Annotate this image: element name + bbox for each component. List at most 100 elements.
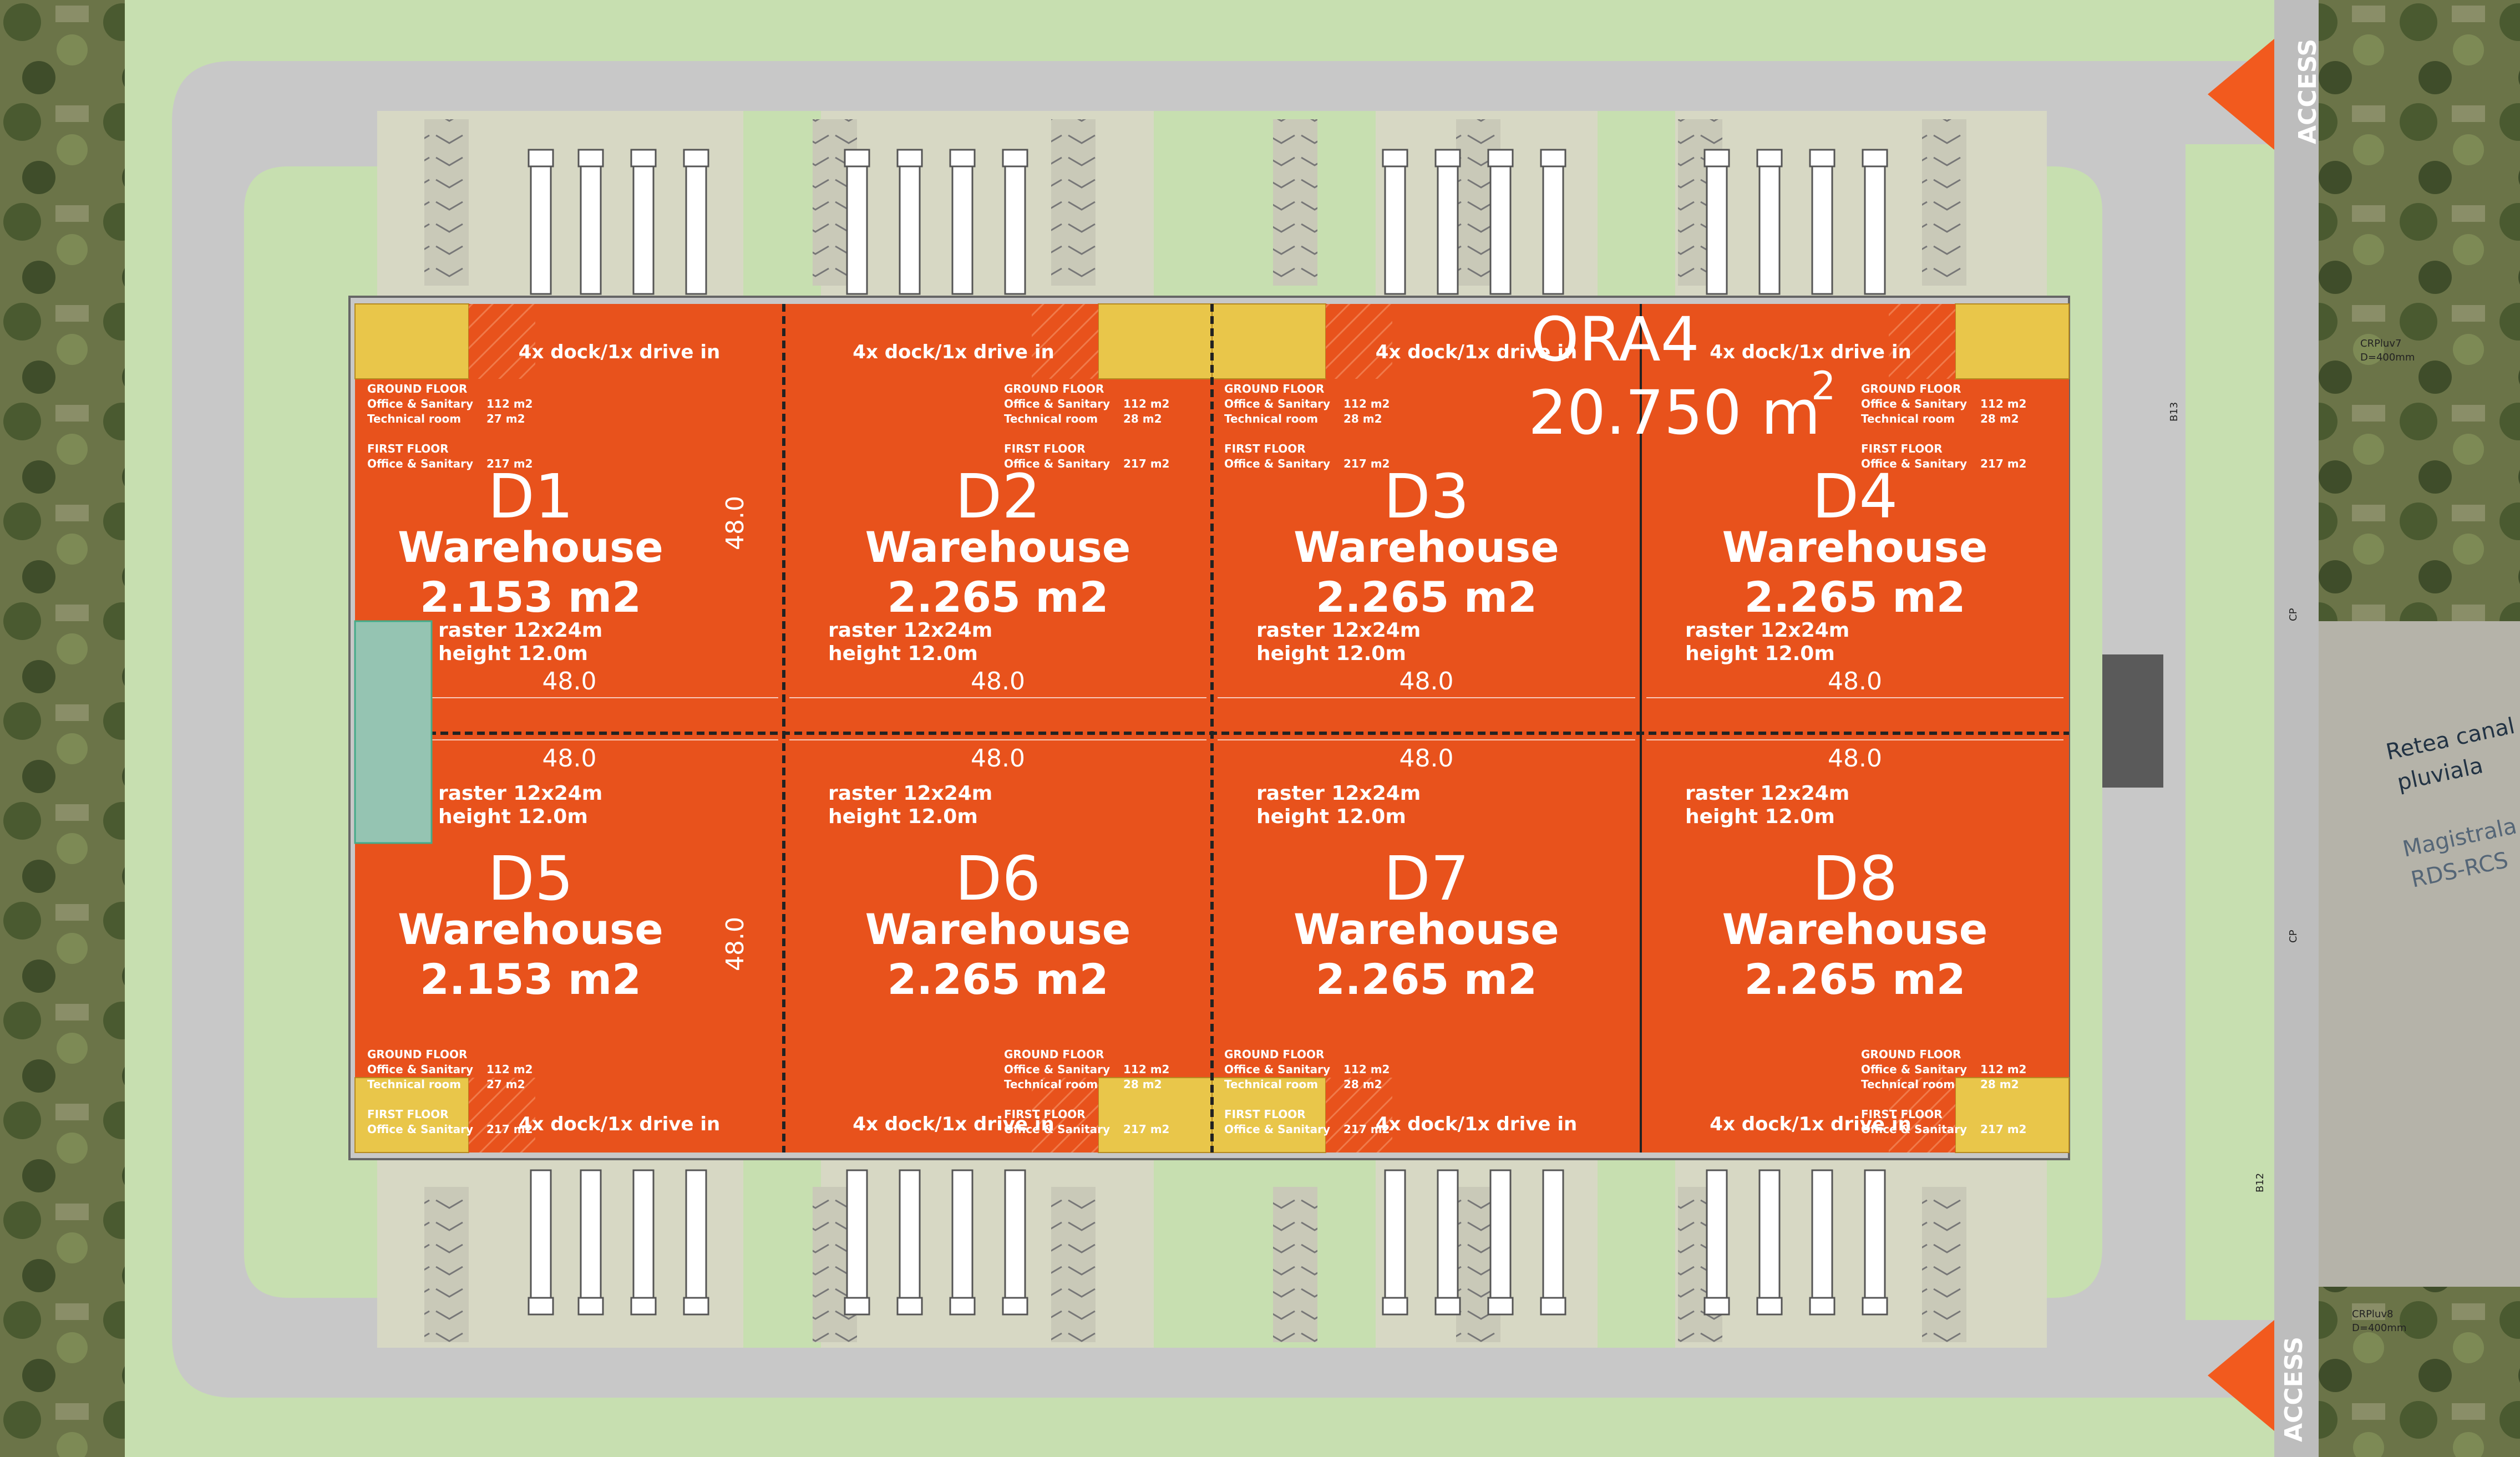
dock-label: 4x dock/1x drive in	[853, 341, 1054, 363]
width-dimension: 48.0	[971, 667, 1025, 695]
unit-type: Warehouse	[865, 905, 1131, 954]
truck-cab-bottom	[844, 1297, 870, 1316]
dock-label: 4x dock/1x drive in	[853, 1113, 1054, 1135]
main-road-right	[2274, 0, 2319, 1457]
office-info-label: FIRST FLOOR	[1224, 442, 1306, 455]
office-info-label: Office & Sanitary	[1224, 457, 1330, 470]
dock-label: 4x dock/1x drive in	[1710, 341, 1911, 363]
map-note-d400b: D=400mm	[2352, 1322, 2406, 1334]
height-label: height 12.0m	[438, 642, 588, 665]
ramp-top	[1273, 119, 1317, 286]
raster-label: raster 12x24m	[1256, 782, 1421, 805]
office-info-label: Office & Sanitary	[1224, 397, 1330, 410]
office-info-value: 28 m2	[1980, 412, 2019, 425]
map-note-b13: B13	[2168, 402, 2180, 422]
office-block	[1098, 1077, 1213, 1153]
truck-bottom	[685, 1169, 707, 1316]
ramp-top	[1051, 119, 1096, 286]
office-info-value: 217 m2	[1123, 457, 1169, 470]
dock-label: 4x dock/1x drive in	[1376, 341, 1577, 363]
office-info-value: 217 m2	[1980, 457, 2026, 470]
truck-top	[1811, 149, 1833, 295]
truck-cab-bottom	[528, 1297, 554, 1316]
width-dimension: 48.0	[1400, 744, 1454, 773]
office-block	[1211, 303, 1326, 379]
office-info-label: GROUND FLOOR	[1224, 1048, 1324, 1061]
raster-label: raster 12x24m	[1256, 619, 1421, 642]
office-info-label: Office & Sanitary	[367, 1063, 473, 1076]
east-annex	[2102, 654, 2163, 788]
ramp-bottom	[1922, 1187, 1966, 1342]
truck-cab-top	[630, 149, 657, 167]
truck-cab-top	[528, 149, 554, 167]
truck-cab-bottom	[1756, 1297, 1783, 1316]
office-block	[354, 303, 469, 379]
office-info-value: 217 m2	[1980, 1123, 2026, 1136]
truck-cab-bottom	[1809, 1297, 1836, 1316]
ramp-bottom	[1051, 1187, 1096, 1342]
height-label: height 12.0m	[1256, 805, 1406, 828]
office-block	[1098, 303, 1213, 379]
trucks-top	[528, 149, 1888, 295]
office-info-label: FIRST FLOOR	[1004, 442, 1086, 455]
hatch-zone	[469, 1078, 535, 1153]
green-gap-bottom-1	[743, 1159, 821, 1348]
truck-top	[1004, 149, 1026, 295]
width-dimension: 48.0	[1828, 744, 1882, 773]
office-info-value: 28 m2	[1343, 412, 1382, 425]
depth-dimension: 48.0	[721, 496, 749, 550]
site-area-sup: 2	[1811, 363, 1836, 409]
width-dimension: 48.0	[971, 744, 1025, 773]
truck-top	[846, 149, 868, 295]
truck-top	[1758, 149, 1781, 295]
truck-cab-top	[1002, 149, 1028, 167]
truck-bottom	[951, 1169, 973, 1316]
office-info-label: Office & Sanitary	[367, 457, 473, 470]
access-arrow-top	[2208, 39, 2274, 150]
truck-cab-top	[1487, 149, 1514, 167]
trucks-bottom	[528, 1169, 1888, 1316]
office-info-value: 28 m2	[1980, 1078, 2019, 1091]
truck-bottom	[1811, 1169, 1833, 1316]
truck-top	[899, 149, 921, 295]
office-info-label: Office & Sanitary	[367, 1123, 473, 1136]
office-info-label: GROUND FLOOR	[1004, 382, 1104, 395]
office-info-value: 28 m2	[1343, 1078, 1382, 1091]
truck-top	[632, 149, 655, 295]
office-info-label: Technical room	[1861, 1078, 1955, 1091]
truck-cab-top	[1756, 149, 1783, 167]
truck-cab-top	[1862, 149, 1888, 167]
office-info-value: 112 m2	[1980, 397, 2026, 410]
height-label: height 12.0m	[438, 805, 588, 828]
office-info-label: Office & Sanitary	[367, 397, 473, 410]
office-info-label: Office & Sanitary	[1004, 1123, 1110, 1136]
truck-cab-top	[844, 149, 870, 167]
truck-bottom	[1004, 1169, 1026, 1316]
raster-label: raster 12x24m	[1685, 782, 1849, 805]
office-info-label: Technical room	[1224, 1078, 1318, 1091]
access-label-top: ACCESS	[2294, 39, 2322, 144]
raster-label: raster 12x24m	[438, 782, 602, 805]
truck-bottom	[580, 1169, 602, 1316]
truck-bottom	[632, 1169, 655, 1316]
unit-id: D7	[1383, 843, 1469, 914]
site-title: ORA4	[1531, 304, 1700, 375]
green-gap-top-1	[743, 111, 821, 299]
green-gap-bottom-2	[1154, 1159, 1376, 1348]
office-info-value: 28 m2	[1123, 1078, 1162, 1091]
office-info-label: Office & Sanitary	[1861, 457, 1967, 470]
unit-id: D4	[1812, 461, 1898, 532]
office-block	[1955, 1077, 2070, 1153]
depth-dimension: 48.0	[721, 917, 749, 971]
office-info-value: 112 m2	[1123, 397, 1169, 410]
height-label: height 12.0m	[1685, 642, 1835, 665]
truck-cab-bottom	[1382, 1297, 1408, 1316]
